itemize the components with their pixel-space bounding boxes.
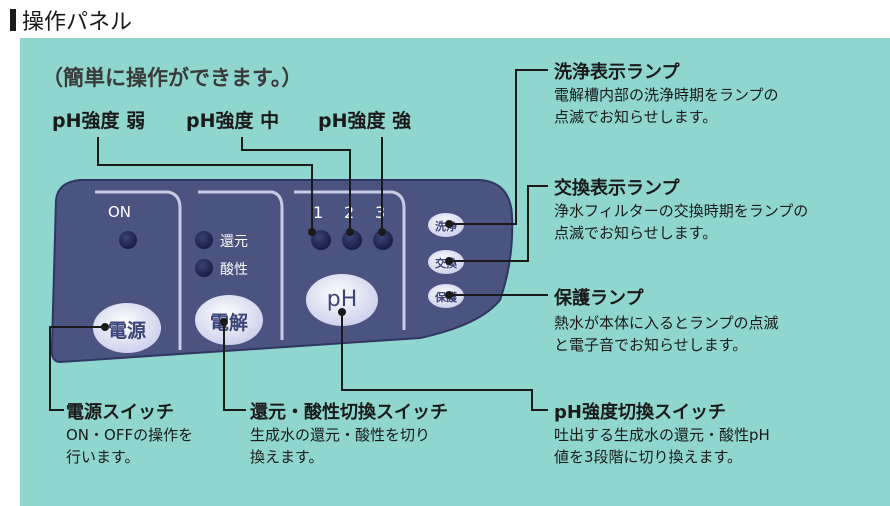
ph-weak-label: pH強度 弱 [52, 110, 146, 132]
ph-lamp-3 [373, 230, 393, 250]
dot-protect [445, 291, 453, 299]
ph-switch-desc: 吐出する生成水の還元・酸性pH 値を3段階に切り換えます。 [554, 424, 770, 468]
ph-button-shape [306, 274, 378, 326]
reduction-lamp [195, 231, 213, 249]
acid-label: 酸性 [220, 262, 248, 278]
line-wash [449, 69, 548, 225]
dot-ph-weak [308, 228, 316, 236]
dot-power-switch [101, 323, 109, 331]
ph-number-1: 1 [313, 203, 324, 222]
ph-switch-title: pH強度切換スイッチ [554, 402, 726, 423]
line-ph-switch [341, 312, 548, 411]
divider-2 [198, 190, 284, 340]
exchange-lamp-title: 交換表示ランプ [554, 178, 680, 199]
dot-ph-mid [346, 228, 354, 236]
title-bar-mark [10, 9, 16, 31]
divider-3 [294, 190, 406, 330]
ph-button[interactable]: pH [326, 287, 358, 312]
ph-lamp-1 [311, 230, 331, 250]
ph-lamp-2 [342, 230, 362, 250]
exchange-lamp-desc: 浄水フィルターの交換時期をランプの 点滅でお知らせします。 [554, 200, 808, 244]
ph-strong-label: pH強度 強 [318, 110, 412, 132]
acid-lamp [195, 259, 213, 277]
exchange-desc-line1: 浄水フィルターの交換時期をランプの [554, 202, 809, 220]
power-switch-title: 電源スイッチ [66, 402, 174, 423]
ph-switch-desc-line2: 値を3段階に切り換えます。 [554, 448, 743, 466]
line-power-switch [49, 326, 105, 411]
ph-mid-label: pH強度 中 [186, 110, 280, 132]
electrolysis-button-shape [195, 295, 263, 345]
mode-switch-desc-line2: 換えます。 [250, 448, 324, 466]
line-exchange [449, 185, 548, 262]
exchange-desc-line2: 点滅でお知らせします。 [554, 224, 718, 242]
mode-switch-desc-line1: 生成水の還元・酸性を切り [250, 426, 431, 444]
wash-desc-line2: 点滅でお知らせします。 [554, 108, 718, 126]
line-mode-switch [223, 322, 246, 411]
on-lamp [119, 231, 137, 249]
power-button-shape [93, 303, 161, 353]
note-text: （簡単に操作ができます。） [42, 66, 303, 90]
electrolysis-button[interactable]: 電解 [209, 312, 248, 334]
page-title-text: 操作パネル [22, 10, 133, 35]
ph-number-3: 3 [375, 203, 386, 222]
protect-desc-line2: と電子音でお知らせします。 [554, 336, 748, 354]
divider-1 [95, 190, 182, 350]
wash-lamp-desc: 電解槽内部の洗浄時期をランプの 点滅でお知らせします。 [554, 84, 779, 128]
dot-exchange [445, 257, 453, 265]
protect-desc-line1: 熱水が本体に入るとランプの点滅 [554, 314, 779, 332]
power-button[interactable]: 電源 [107, 320, 146, 342]
power-switch-desc-line2: 行います。 [66, 448, 140, 466]
page-title: 操作パネル [10, 4, 132, 36]
power-switch-desc: ON・OFFの操作を 行います。 [66, 424, 193, 468]
dot-mode-switch [220, 318, 228, 326]
protect-lamp-title: 保護ランプ [554, 288, 644, 309]
mode-switch-title: 還元・酸性切換スイッチ [250, 402, 448, 423]
reduction-label: 還元 [220, 234, 248, 250]
line-ph-weak [97, 137, 313, 232]
protect-lamp-desc: 熱水が本体に入るとランプの点滅 と電子音でお知らせします。 [554, 312, 779, 356]
dot-ph-switch [338, 308, 346, 316]
wash-desc-line1: 電解槽内部の洗浄時期をランプの [554, 86, 779, 104]
ph-switch-desc-line1: 吐出する生成水の還元・酸性pH [554, 426, 770, 444]
power-switch-desc-line1: ON・OFFの操作を [66, 426, 194, 444]
dot-ph-strong [378, 228, 386, 236]
wash-lamp-title: 洗浄表示ランプ [554, 62, 680, 83]
on-label: ON [108, 203, 132, 221]
mode-switch-desc: 生成水の還元・酸性を切り 換えます。 [250, 424, 430, 468]
line-ph-mid [241, 137, 351, 232]
dot-wash [445, 220, 453, 228]
